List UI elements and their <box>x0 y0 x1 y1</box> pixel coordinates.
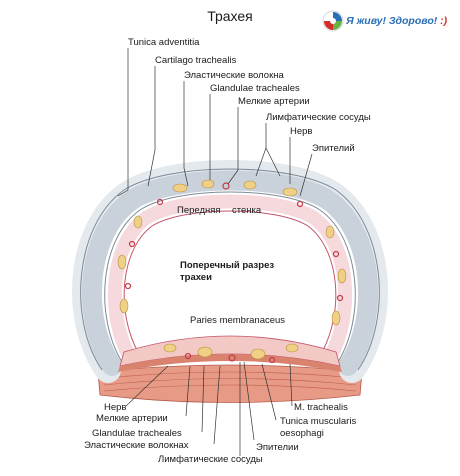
logo-icon <box>322 10 344 32</box>
site-logo[interactable]: Я живу! Здорово! :) <box>322 10 457 36</box>
mucosa-layer <box>107 194 353 362</box>
label-cross-section-2: трахеи <box>180 272 212 283</box>
leader-lines <box>117 48 313 456</box>
label-m-trachealis: M. trachealis <box>294 402 348 413</box>
label-paries-membranaceus: Paries membranaceus <box>190 315 285 326</box>
epithelium-line <box>123 210 337 353</box>
label-anterior-wall-2: стенка <box>232 205 262 216</box>
vessels-group <box>124 182 344 364</box>
label-epithelium-bottom: Эпителии <box>256 442 299 453</box>
cartilage-inner-edge <box>104 191 356 363</box>
figure-title: Трахея <box>207 8 253 24</box>
esophagus-texture <box>103 371 357 392</box>
logo-text: Я живу! Здорово! :) <box>346 15 448 27</box>
glands-group <box>117 179 347 360</box>
label-tunica-adventitia: Tunica adventitia <box>128 37 200 48</box>
label-small-arteries-top: Мелкие артерии <box>238 96 310 107</box>
label-tunica-muscularis-2: oesophagi <box>280 428 324 439</box>
label-elastic-fibers-bottom: Эластические волокнах <box>84 440 189 451</box>
cartilage-outer-edge <box>80 168 380 371</box>
label-epithelium-top: Эпителий <box>312 143 355 154</box>
label-cartilago-trachealis: Cartilago trachealis <box>155 55 237 66</box>
label-anterior-wall-1: Передняя <box>177 205 221 216</box>
label-nerve-top: Нерв <box>290 126 312 137</box>
label-tunica-muscularis-1: Tunica muscularis <box>280 416 356 427</box>
label-elastic-fibers-top: Эластические волокна <box>184 70 284 81</box>
cartilage-ring <box>81 170 379 376</box>
esophagus-muscle <box>97 364 363 403</box>
label-nerve-bottom: Нерв <box>104 402 126 413</box>
label-lymph-vessels-top: Лимфатические сосуды <box>266 112 371 123</box>
m-trachealis-band <box>118 354 342 372</box>
label-lymph-vessels-bottom: Лимфатические сосуды <box>158 454 263 465</box>
label-cross-section-1: Поперечный разрез <box>180 260 274 271</box>
label-glandulae-top: Glandulae tracheales <box>210 83 300 94</box>
label-small-arteries-bottom: Мелкие артерии <box>96 413 168 424</box>
label-glandulae-bottom: Glandulae tracheales <box>92 428 182 439</box>
